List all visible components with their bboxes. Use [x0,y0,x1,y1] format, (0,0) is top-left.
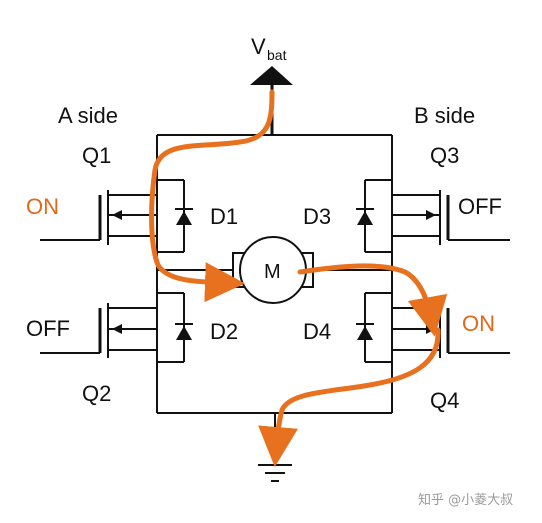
current-path-arrow-icon [149,89,275,303]
q3-mosfet-icon [392,190,510,245]
d1-label: D1 [210,204,238,229]
current-path-motor-segment [297,263,448,337]
q2-state-label: OFF [26,316,70,341]
vbat-label: V [251,34,266,59]
current-path-return-arrow-icon [258,327,441,467]
vbat-subscript: bat [267,47,287,63]
d4-diode-icon [356,292,392,363]
d2-label: D2 [210,319,238,344]
q1-state-label: ON [26,194,59,219]
q4-label: Q4 [430,388,459,413]
q1-label: Q1 [82,143,111,168]
d1-diode-icon [157,179,193,253]
d3-label: D3 [303,204,331,229]
motor-icon [232,236,314,304]
d4-label: D4 [303,319,331,344]
q2-label: Q2 [82,381,111,406]
vbat-terminal-icon [250,66,293,85]
watermark: 知乎 @小菱大叔 [418,492,513,508]
d3-diode-icon [356,179,392,253]
q3-state-label: OFF [458,194,502,219]
motor-label: M [264,261,281,283]
top-rail [156,134,393,180]
q2-mosfet-icon [40,303,157,358]
q3-label: Q3 [430,143,459,168]
q4-state-label: ON [462,311,495,336]
ground-symbol-icon [258,464,292,482]
b-side-label: B side [414,103,475,128]
a-side-label: A side [58,103,118,128]
q1-mosfet-icon [40,190,157,245]
d2-diode-icon [157,292,193,363]
